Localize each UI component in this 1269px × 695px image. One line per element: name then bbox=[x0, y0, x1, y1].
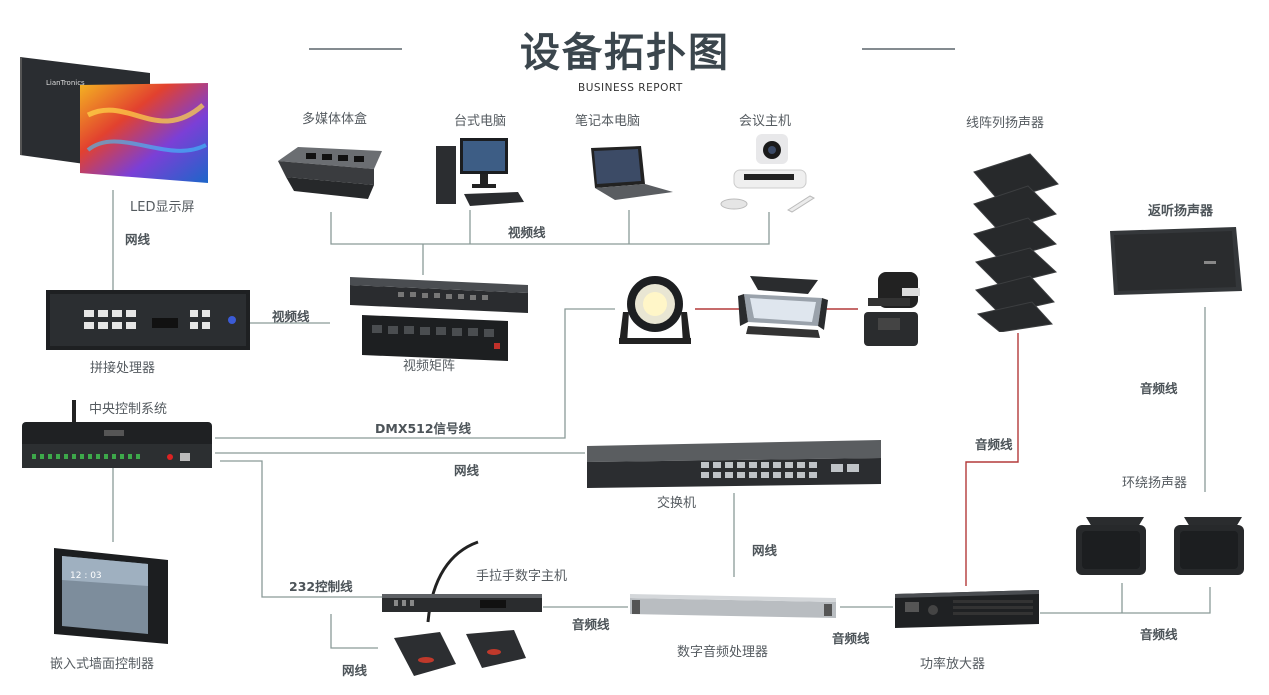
monitor-speaker-image bbox=[1104, 225, 1244, 297]
video-matrix-image bbox=[348, 275, 532, 363]
laptop-label: 笔记本电脑 bbox=[575, 114, 641, 129]
cable-label-net-led: 网线 bbox=[125, 232, 151, 247]
monitor-speaker-label: 返听扬声器 bbox=[1148, 204, 1214, 219]
barn-door-light-image bbox=[738, 272, 828, 340]
multimedia-box-label: 多媒体体盒 bbox=[302, 112, 368, 127]
cable-label-video-top: 视频线 bbox=[508, 225, 546, 240]
multimedia-box-image bbox=[278, 147, 383, 202]
splice-processor-label: 拼接处理器 bbox=[90, 361, 156, 376]
page-title: 设备拓扑图 bbox=[520, 30, 730, 76]
led-brand-text: LianTronics bbox=[46, 79, 85, 87]
desktop-pc-label: 台式电脑 bbox=[454, 114, 507, 129]
cable-label-audio-line-array: 音频线 bbox=[975, 437, 1013, 452]
splice-processor-image bbox=[46, 290, 250, 350]
surround-speaker-label: 环绕扬声器 bbox=[1122, 476, 1188, 491]
laptop-image bbox=[585, 146, 673, 202]
cable-label-audio-host-dsp: 音频线 bbox=[572, 617, 610, 632]
amplifier-label: 功率放大器 bbox=[920, 657, 986, 672]
wall-controller-image: 12 : 03 bbox=[52, 546, 170, 646]
cable-label-audio-monitor: 音频线 bbox=[1140, 381, 1178, 396]
led-screen-image: LianTronics bbox=[18, 55, 210, 185]
network-switch-label: 交换机 bbox=[657, 496, 697, 511]
cable-label-audio-amp-surround: 音频线 bbox=[1140, 627, 1178, 642]
moving-head-light-image bbox=[858, 268, 924, 350]
central-control-label: 中央控制系统 bbox=[89, 402, 168, 417]
conference-host-label: 会议主机 bbox=[739, 114, 792, 129]
amplifier-image bbox=[893, 586, 1043, 632]
page-subtitle: BUSINESS REPORT bbox=[578, 82, 683, 94]
cable-label-rs232: 232控制线 bbox=[289, 579, 353, 594]
dsp-label: 数字音频处理器 bbox=[677, 645, 769, 660]
network-switch-image bbox=[585, 432, 883, 490]
cable-label-audio-dsp-amp: 音频线 bbox=[832, 631, 870, 646]
wall-controller-label: 嵌入式墙面控制器 bbox=[50, 657, 155, 672]
cable-label-dmx: DMX512信号线 bbox=[375, 421, 472, 436]
cable-label-video-splice: 视频线 bbox=[272, 309, 310, 324]
surround-speaker-right-image bbox=[1170, 515, 1248, 577]
dsp-image bbox=[628, 592, 840, 624]
cable-label-net-dsp: 网线 bbox=[752, 543, 778, 558]
line-array-speaker-label: 线阵列扬声器 bbox=[966, 116, 1045, 131]
video-matrix-label: 视频矩阵 bbox=[403, 359, 456, 374]
line-array-speaker-image bbox=[970, 152, 1062, 333]
handheld-host-image bbox=[380, 538, 545, 678]
cable-label-net-bottom: 网线 bbox=[342, 663, 368, 678]
surround-speaker-left-image bbox=[1072, 515, 1150, 577]
cable-label-net-switch: 网线 bbox=[454, 463, 480, 478]
handheld-host-label: 手拉手数字主机 bbox=[476, 569, 568, 584]
central-control-image bbox=[20, 400, 214, 472]
svg-text:12 : 03: 12 : 03 bbox=[70, 571, 102, 581]
led-screen-label: LED显示屏 bbox=[130, 200, 195, 215]
conference-host-image bbox=[718, 130, 818, 216]
desktop-pc-image bbox=[436, 136, 524, 210]
par-light-image bbox=[615, 272, 695, 348]
